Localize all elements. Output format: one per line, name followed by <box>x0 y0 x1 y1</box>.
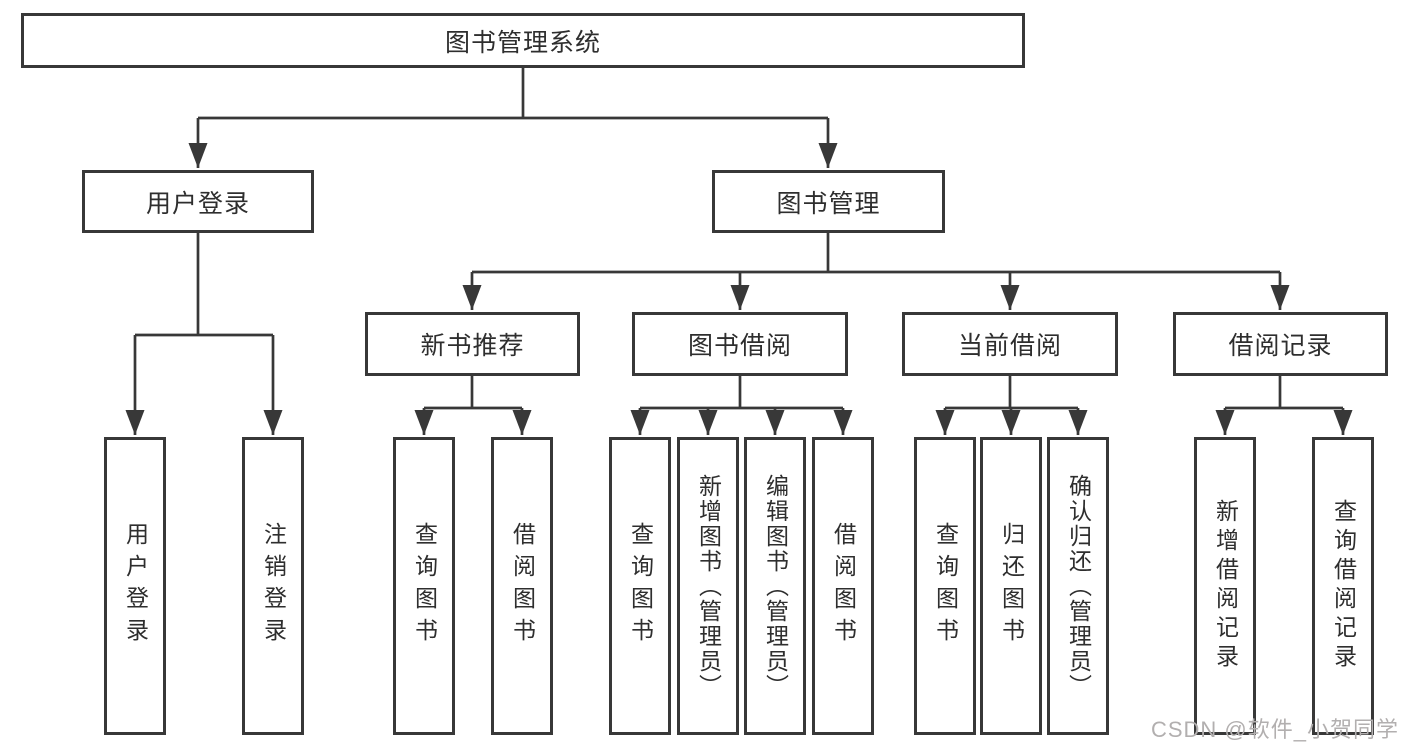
leaf-edit-book-admin-label: 编辑图书（管理员） <box>762 473 789 699</box>
node-book-management-label: 图书管理 <box>776 189 881 218</box>
leaf-user-login-label: 用户登录 <box>122 522 149 650</box>
node-root-system: 图书管理系统 <box>21 13 1025 68</box>
leaf-query-books-borrow-label: 查询图书 <box>627 522 654 650</box>
leaf-query-books-recommend-label: 查询图书 <box>411 522 438 650</box>
leaf-logout-label: 注销登录 <box>260 522 287 650</box>
node-book-management: 图书管理 <box>712 170 945 233</box>
leaf-query-books-recommend: 查询图书 <box>393 437 455 735</box>
node-book-borrow-label: 图书借阅 <box>687 332 792 360</box>
leaf-user-login: 用户登录 <box>104 437 166 735</box>
csdn-watermark: CSDN @软件_小贺同学 <box>1150 717 1399 742</box>
leaf-add-borrow-record-label: 新增借阅记录 <box>1212 499 1239 673</box>
node-book-borrow: 图书借阅 <box>632 312 848 376</box>
leaf-return-book-label: 归还图书 <box>998 522 1025 650</box>
leaf-borrow-books: 借阅图书 <box>812 437 874 735</box>
leaf-edit-book-admin: 编辑图书（管理员） <box>744 437 806 735</box>
node-borrow-records-label: 借阅记录 <box>1228 332 1333 360</box>
leaf-query-books-borrow: 查询图书 <box>609 437 671 735</box>
node-current-borrow: 当前借阅 <box>902 312 1118 376</box>
leaf-borrow-books-recommend-label: 借阅图书 <box>509 522 536 650</box>
node-current-borrow-label: 当前借阅 <box>957 332 1062 360</box>
node-user-login: 用户登录 <box>82 170 314 233</box>
leaf-query-books-current: 查询图书 <box>914 437 976 735</box>
leaf-query-borrow-record-label: 查询借阅记录 <box>1330 499 1357 673</box>
node-new-book-recommend-label: 新书推荐 <box>420 332 525 360</box>
node-new-book-recommend: 新书推荐 <box>365 312 580 376</box>
node-borrow-records: 借阅记录 <box>1173 312 1388 376</box>
leaf-query-borrow-record: 查询借阅记录 <box>1312 437 1374 735</box>
leaf-logout: 注销登录 <box>242 437 304 735</box>
leaf-add-borrow-record: 新增借阅记录 <box>1194 437 1256 735</box>
node-user-login-label: 用户登录 <box>145 189 250 218</box>
leaf-query-books-current-label: 查询图书 <box>932 522 959 650</box>
leaf-confirm-return-admin: 确认归还（管理员） <box>1047 437 1109 735</box>
leaf-borrow-books-label: 借阅图书 <box>830 522 857 650</box>
leaf-borrow-books-recommend: 借阅图书 <box>491 437 553 735</box>
leaf-add-book-admin: 新增图书（管理员） <box>677 437 739 735</box>
leaf-confirm-return-admin-label: 确认归还（管理员） <box>1065 473 1092 699</box>
leaf-return-book: 归还图书 <box>980 437 1042 735</box>
node-root-label: 图书管理系统 <box>444 28 601 57</box>
leaf-add-book-admin-label: 新增图书（管理员） <box>695 473 722 699</box>
